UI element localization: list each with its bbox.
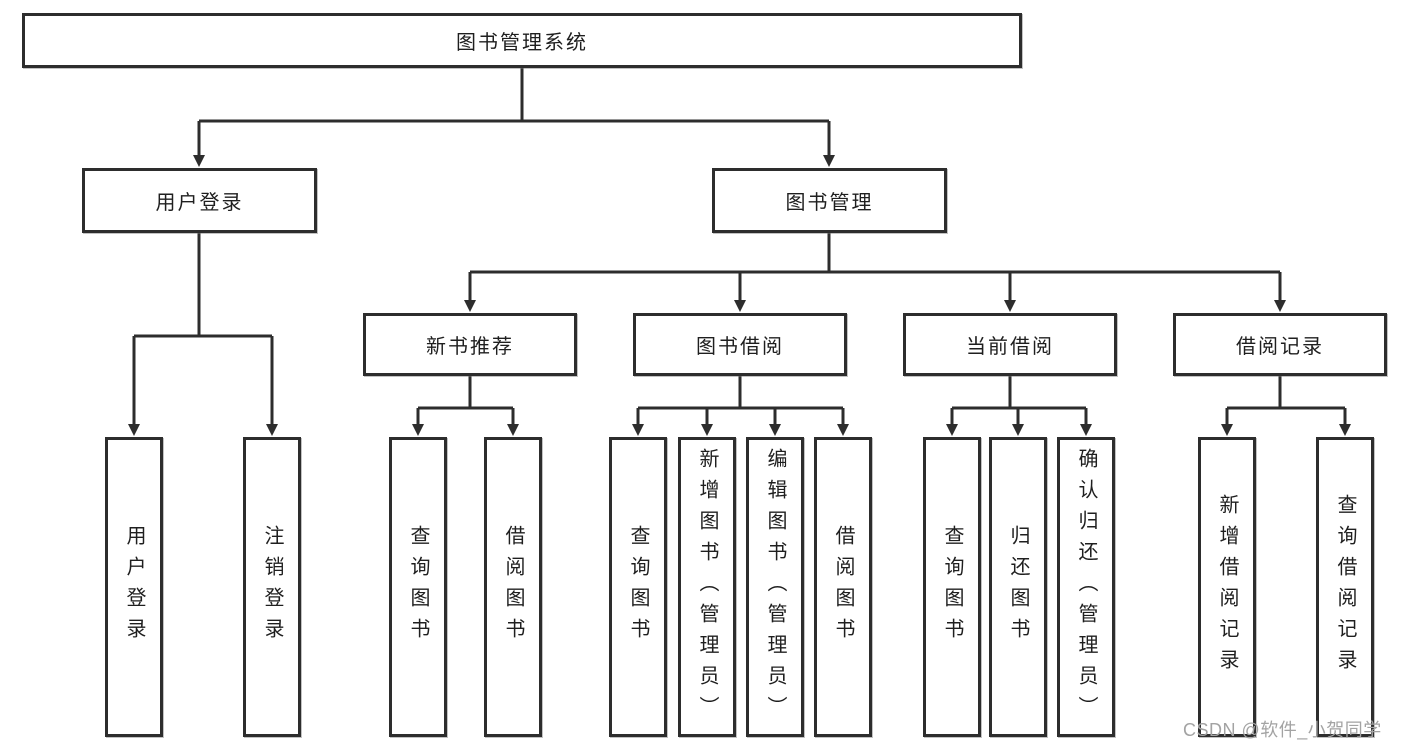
leaf-logout: 注销登录 (243, 437, 301, 737)
leaf-bb-query-book-label: 查询图书 (627, 525, 649, 649)
node-book-borrow: 图书借阅 (633, 313, 847, 376)
watermark: CSDN @软件_小贺同学 (1183, 720, 1382, 740)
leaf-bb-add-book-label: 新增图书（管理员） (696, 447, 718, 727)
leaf-cb-query-book: 查询图书 (923, 437, 981, 737)
connector-new-book-rec-children (412, 376, 519, 436)
connector-borrow-record-children (1221, 376, 1351, 436)
leaf-rec-borrow-book: 借阅图书 (484, 437, 542, 737)
connector-current-borrow-children (946, 376, 1092, 436)
leaf-cb-confirm-return-label: 确认归还（管理员） (1075, 447, 1097, 727)
node-book-mgmt: 图书管理 (712, 168, 947, 233)
node-root: 图书管理系统 (22, 13, 1022, 68)
leaf-bb-borrow-book: 借阅图书 (814, 437, 872, 737)
node-root-label: 图书管理系统 (456, 32, 588, 54)
node-new-book-rec-label: 新书推荐 (426, 336, 514, 358)
leaf-rec-query-book-label: 查询图书 (407, 525, 429, 649)
node-borrow-record: 借阅记录 (1173, 313, 1387, 376)
leaf-cb-return-book: 归还图书 (989, 437, 1047, 737)
leaf-cb-confirm-return: 确认归还（管理员） (1057, 437, 1115, 737)
leaf-rec-query-book: 查询图书 (389, 437, 447, 737)
node-book-mgmt-label: 图书管理 (785, 192, 874, 214)
leaf-user-login-label: 用户登录 (123, 525, 145, 649)
connector-root-to-level2 (193, 68, 835, 167)
node-current-borrow-label: 当前借阅 (966, 336, 1054, 358)
node-user-login-label: 用户登录 (155, 192, 244, 214)
leaf-br-add-record: 新增借阅记录 (1198, 437, 1256, 737)
leaf-rec-borrow-book-label: 借阅图书 (502, 525, 524, 649)
leaf-cb-query-book-label: 查询图书 (941, 525, 963, 649)
node-user-login: 用户登录 (82, 168, 317, 233)
leaf-br-add-record-label: 新增借阅记录 (1216, 494, 1238, 680)
leaf-bb-add-book: 新增图书（管理员） (678, 437, 736, 737)
node-borrow-record-label: 借阅记录 (1236, 336, 1324, 358)
leaf-br-query-record: 查询借阅记录 (1316, 437, 1374, 737)
connector-user-login-children (128, 233, 278, 436)
leaf-user-login: 用户登录 (105, 437, 163, 737)
node-book-borrow-label: 图书借阅 (696, 336, 784, 358)
leaf-br-query-record-label: 查询借阅记录 (1334, 494, 1356, 680)
leaf-bb-edit-book: 编辑图书（管理员） (746, 437, 804, 737)
leaf-bb-edit-book-label: 编辑图书（管理员） (764, 447, 786, 727)
connector-book-borrow-children (632, 376, 849, 436)
node-new-book-rec: 新书推荐 (363, 313, 577, 376)
leaf-bb-query-book: 查询图书 (609, 437, 667, 737)
node-current-borrow: 当前借阅 (903, 313, 1117, 376)
leaf-cb-return-book-label: 归还图书 (1007, 525, 1029, 649)
leaf-bb-borrow-book-label: 借阅图书 (832, 525, 854, 649)
leaf-logout-label: 注销登录 (261, 525, 283, 649)
connector-book-mgmt-sections (464, 233, 1286, 312)
